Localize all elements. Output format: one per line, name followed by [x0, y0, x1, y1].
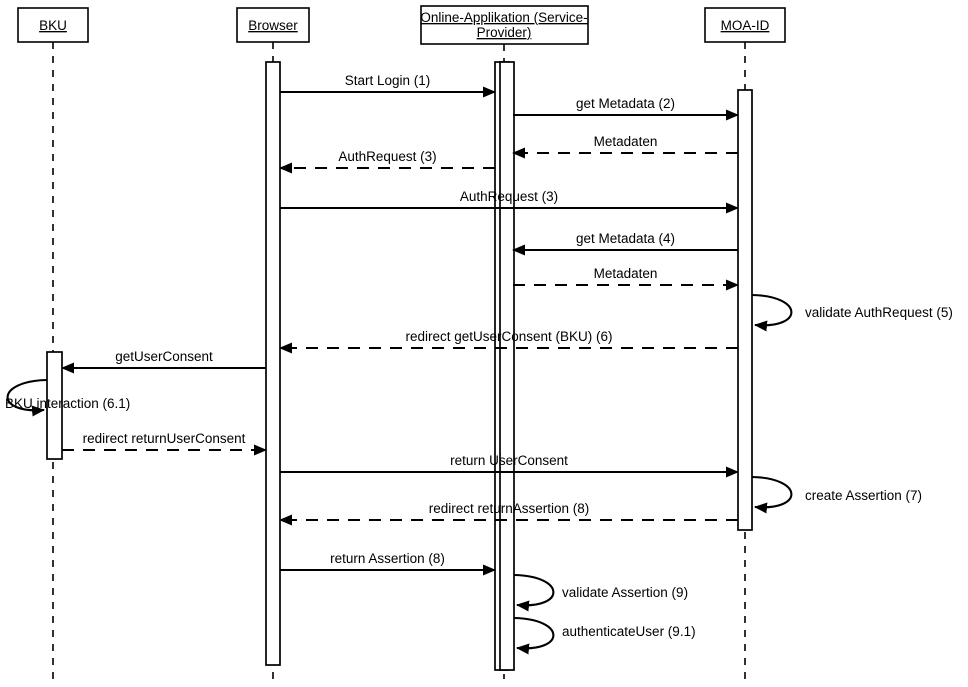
participant-label-oa: Online-Applikation (Service-: [420, 10, 587, 25]
self-message-arc-2[interactable]: [6, 378, 48, 417]
message-label-7: Metadaten: [594, 266, 658, 281]
messages-layer: Start Login (1) get Metadata (2) Metadaten…: [61, 73, 739, 576]
self-message-arc-3[interactable]: [751, 475, 793, 514]
message-label-12: redirect returnAssertion (8): [429, 501, 590, 516]
participant-box-browser[interactable]: [236, 7, 310, 43]
message-label-3: Metadaten: [594, 134, 658, 149]
message-label-10: redirect returnUserConsent: [83, 431, 246, 446]
participant-boxes-layer: BKU Browser Online-Applikation (Service-Pr…: [17, 5, 786, 45]
message-label-5: AuthRequest (3): [460, 189, 558, 204]
activations-layer: [46, 61, 753, 671]
message-label-11: return UserConsent: [450, 453, 568, 468]
self-message-label-5: authenticateUser (9.1): [562, 624, 696, 639]
participant-box-oa[interactable]: [420, 5, 589, 45]
self-message-arc-4[interactable]: [513, 573, 555, 612]
message-label-4: AuthRequest (3): [338, 149, 436, 164]
self-message-arc-5[interactable]: [513, 616, 555, 655]
self-message-label-2: BKU interaction (6.1): [5, 396, 130, 411]
self-messages-layer: validate AuthRequest (5) BKU interaction …: [5, 293, 953, 655]
participant-label-browser: Browser: [248, 18, 298, 33]
self-message-label-3: create Assertion (7): [805, 488, 922, 503]
bku-activation[interactable]: [46, 351, 63, 460]
moaid-activation[interactable]: [737, 89, 753, 531]
participant-label-moaid: MOA-ID: [721, 18, 770, 33]
self-message-label-1: validate AuthRequest (5): [805, 305, 953, 320]
participant-label-oa-line2: Provider): [477, 25, 532, 40]
self-message-label-4: validate Assertion (9): [562, 585, 688, 600]
message-label-6: get Metadata (4): [576, 231, 675, 246]
message-label-2: get Metadata (2): [576, 96, 675, 111]
browser-activation[interactable]: [265, 61, 281, 666]
participant-box-bku[interactable]: [17, 7, 89, 43]
self-message-arc-1[interactable]: [751, 293, 793, 332]
participant-label-bku: BKU: [39, 18, 67, 33]
message-label-1: Start Login (1): [345, 73, 431, 88]
oa-activation-inner[interactable]: [499, 61, 515, 671]
message-label-9: getUserConsent: [115, 349, 213, 364]
message-label-13: return Assertion (8): [330, 551, 445, 566]
message-label-8: redirect getUserConsent (BKU) (6): [405, 329, 612, 344]
participant-box-moaid[interactable]: [704, 7, 786, 43]
